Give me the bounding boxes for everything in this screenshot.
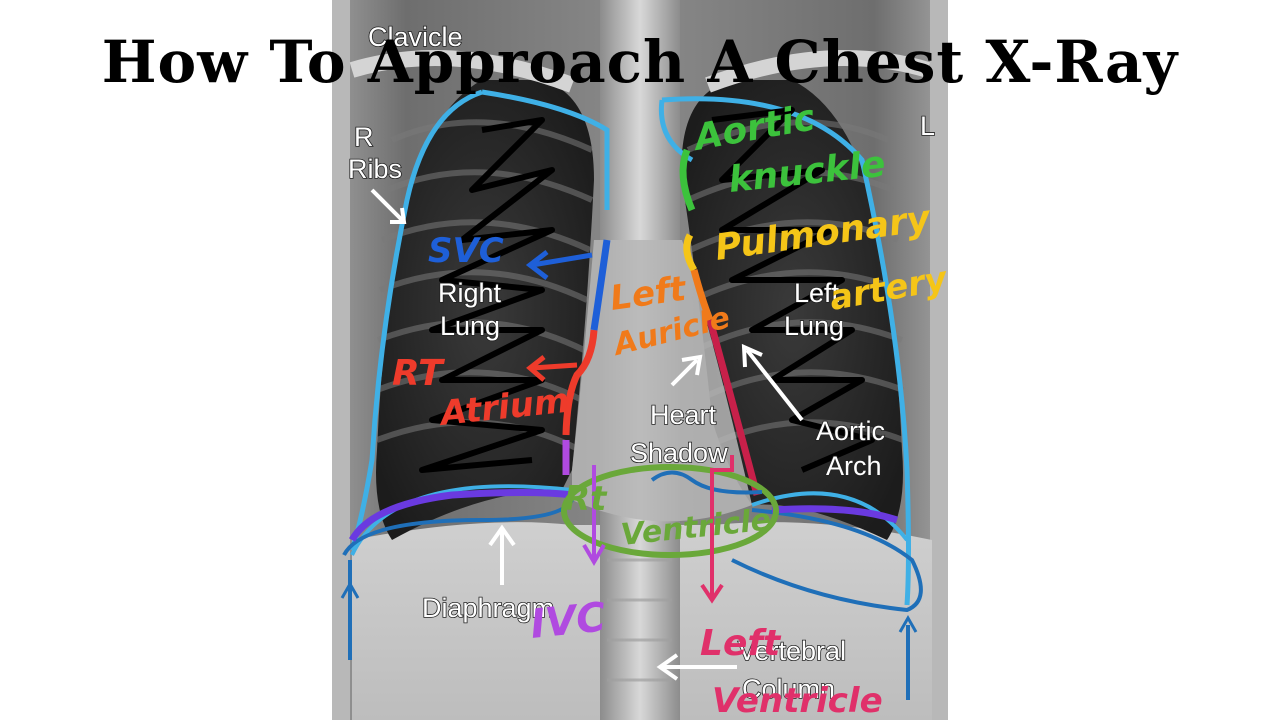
aortic-knuckle-outline xyxy=(679,148,696,212)
right-side-marker: R xyxy=(354,122,374,152)
rt-ventricle-hand-label-1: Rt xyxy=(564,479,608,519)
xray-right-edge xyxy=(930,0,948,720)
ribs-label: Ribs xyxy=(348,154,402,184)
left-hemidiaphragm-outline xyxy=(731,508,923,613)
diaphragm-label: Diaphragm xyxy=(422,593,554,623)
svc-arrowhead xyxy=(525,250,549,280)
left-auricle-outline xyxy=(690,269,714,322)
right-lung-scribble xyxy=(419,117,555,473)
right-chest-wall-outline xyxy=(349,89,483,551)
rt-atrium-hand-label-1: RT xyxy=(392,353,445,394)
svc-outline xyxy=(590,239,611,331)
left-lung-label-2: Lung xyxy=(784,311,844,341)
left-costophrenic-outline xyxy=(751,491,909,542)
right-mediastinum-outline xyxy=(481,89,610,210)
heart-silhouette xyxy=(572,240,752,522)
right-lung-label-1: Right xyxy=(438,278,502,308)
left-ventricle-hand-label-2: Ventricle xyxy=(712,681,883,720)
left-clavicle-bone xyxy=(705,50,931,93)
right-atrium-outline xyxy=(562,329,598,436)
left-side-marker: L xyxy=(920,111,935,141)
xray-svg: R L Clavicle Ribs Right Lung Left Lung H… xyxy=(332,0,948,720)
vertebral-column-label-1: Vertebral xyxy=(738,636,846,666)
left-lower-arrowhead xyxy=(898,614,918,633)
left-lung-scribble xyxy=(711,107,875,473)
pulmonary-artery-outline xyxy=(683,233,698,272)
clavicle-label: Clavicle xyxy=(368,22,463,52)
left-lung-label-1: Left xyxy=(794,278,840,308)
svc-arrow xyxy=(531,252,593,268)
vertebral-column-label-2: Column xyxy=(742,674,835,704)
chest-xray-image: R L Clavicle Ribs Right Lung Left Lung H… xyxy=(332,0,948,720)
slide-title: How To Approach A Chest X-Ray xyxy=(101,28,1179,96)
left-ventricle-arrowhead xyxy=(700,583,724,604)
ivc-arrowhead xyxy=(582,543,606,566)
vertebral-lines xyxy=(607,558,672,682)
right-clavicle-bone xyxy=(349,50,575,93)
svc-hand-label: SVC xyxy=(428,231,504,271)
diaphragm-purple-line xyxy=(348,489,573,542)
aortic-arch-label-2: Arch xyxy=(826,451,882,481)
xray-left-edge xyxy=(332,0,350,720)
heart-base-blue-line xyxy=(650,470,763,495)
aortic-arch-label-1: Aortic xyxy=(816,416,885,446)
heart-shadow-label-2: Shadow xyxy=(630,438,728,468)
atrium-arrow xyxy=(531,362,578,371)
left-ventricle-hand-label-1: Left xyxy=(700,623,782,664)
left-ventricle-arrow xyxy=(710,455,734,600)
rt-ventricle-circle xyxy=(561,464,779,558)
atrium-arrowhead xyxy=(526,355,546,382)
white-pointer-arrows xyxy=(370,188,804,681)
left-diaphragm-purple-line xyxy=(771,505,899,524)
right-hemidiaphragm-outline xyxy=(342,498,574,557)
right-lung-label-2: Lung xyxy=(440,311,500,341)
right-lower-arrowhead xyxy=(340,580,360,599)
heart-shadow-label-1: Heart xyxy=(650,400,717,430)
ivc-hand-label: IVC xyxy=(528,594,608,648)
left-ventricle-border-outline xyxy=(706,319,761,496)
